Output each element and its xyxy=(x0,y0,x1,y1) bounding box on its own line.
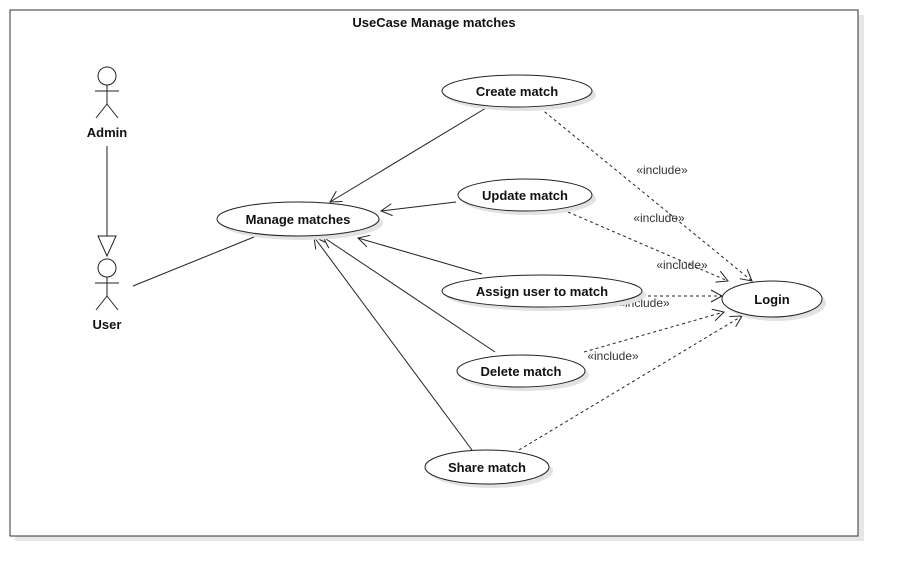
actor-user[interactable]: User xyxy=(93,258,122,332)
include-update-login xyxy=(567,211,729,283)
actor-user-left-leg xyxy=(95,295,108,311)
association-delete-manage xyxy=(322,236,496,353)
use-case-login-label: Login xyxy=(754,292,789,307)
association-user-manage xyxy=(132,236,255,287)
generalization-admin-user xyxy=(97,146,117,258)
actor-admin-right-leg xyxy=(106,103,119,119)
use-case-share-label: Share match xyxy=(448,460,526,475)
use-case-update-label: Update match xyxy=(482,188,568,203)
use-case-create-label: Create match xyxy=(476,84,558,99)
use-case-share[interactable]: Share match xyxy=(424,449,553,488)
use-case-login-ellipse xyxy=(721,280,823,318)
use-case-share-ellipse xyxy=(424,449,550,485)
actor-admin[interactable]: Admin xyxy=(87,66,128,140)
use-case-assign[interactable]: Assign user to match xyxy=(441,274,646,311)
actor-user-head xyxy=(97,258,117,278)
use-case-update[interactable]: Update match xyxy=(457,178,596,215)
use-case-manage[interactable]: Manage matches xyxy=(216,201,383,240)
relations-layer: «include»«include»«include»«include»«inc… xyxy=(132,107,753,451)
actor-admin-head xyxy=(97,66,117,86)
actor-user-label: User xyxy=(93,317,122,332)
include-create-login xyxy=(539,107,753,282)
use-case-create[interactable]: Create match xyxy=(441,74,596,111)
use-case-manage-ellipse xyxy=(216,201,380,237)
association-create-manage xyxy=(329,107,487,203)
include-label-delete: «include» xyxy=(587,349,639,363)
include-label-create: «include» xyxy=(636,163,688,177)
use-case-delete-ellipse xyxy=(456,354,586,388)
use-case-update-ellipse xyxy=(457,178,593,212)
actor-admin-label: Admin xyxy=(87,125,128,140)
use-case-assign-label: Assign user to match xyxy=(476,284,608,299)
actor-user-right-leg xyxy=(106,295,119,311)
use-case-login[interactable]: Login xyxy=(721,280,826,321)
use-case-delete[interactable]: Delete match xyxy=(456,354,589,391)
use-case-delete-label: Delete match xyxy=(481,364,562,379)
include-share-login xyxy=(518,315,743,451)
diagram-title: UseCase Manage matches xyxy=(352,15,515,30)
diagram-frame xyxy=(9,9,859,537)
actor-admin-left-leg xyxy=(95,103,108,119)
generalization-triangle xyxy=(97,235,117,258)
use-case-create-ellipse xyxy=(441,74,593,108)
use-case-assign-ellipse xyxy=(441,274,643,308)
association-assign-manage xyxy=(356,234,483,275)
use-case-manage-label: Manage matches xyxy=(246,212,351,227)
association-update-manage xyxy=(379,201,457,217)
association-share-manage xyxy=(313,236,473,451)
include-label-share: «include» xyxy=(656,258,708,272)
include-label-update: «include» xyxy=(633,211,685,225)
include-delete-login xyxy=(583,308,726,353)
